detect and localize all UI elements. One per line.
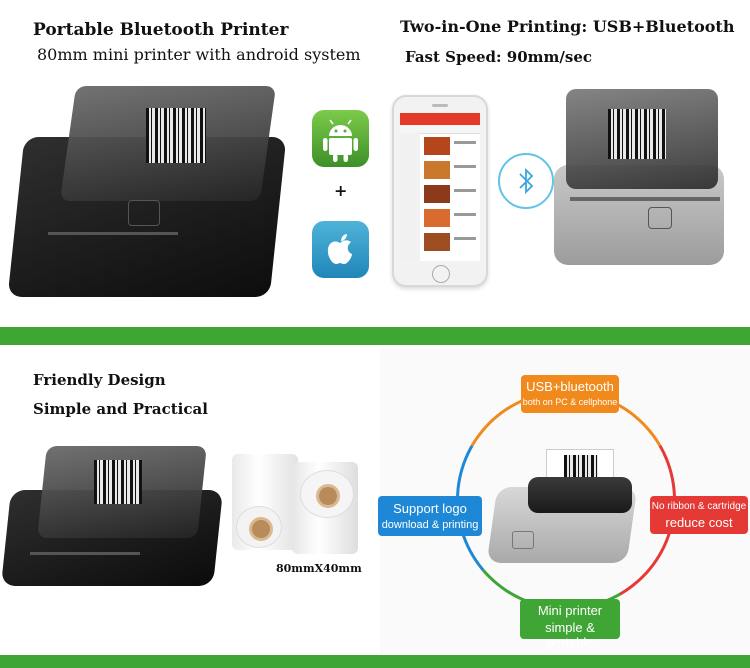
paper-size-label: 80mmX40mm [276,562,362,575]
simple-practical-label: Simple and Practical [33,400,208,418]
black-printer-image-small [0,440,228,590]
top-subtitle: 80mm mini printer with android system [37,45,361,64]
usb-bluetooth-feature: USB+bluetooth both on PC & cellphone [521,375,619,413]
top-title: Portable Bluetooth Printer [33,20,289,40]
plus-sign: + [334,181,348,200]
usb-bluetooth-subtitle: both on PC & cellphone [522,397,618,407]
mini-printer-subtitle: simple & portable [545,620,595,650]
black-printer-image [7,82,288,307]
mini-printer-title: Mini printer [537,603,603,618]
android-logo [312,110,369,167]
mini-printer-feature: Mini printer simple & portable [520,599,620,650]
support-logo-feature: Support logo download & printing [378,496,482,536]
friendly-design-label: Friendly Design [33,371,166,389]
speed-headline: Fast Speed: 90mm/sec [405,48,593,66]
support-logo-subtitle: download & printing [381,519,479,531]
support-logo-title: Support logo [393,501,467,516]
divider-band-bottom [0,655,750,668]
smartphone-image [392,95,488,287]
divider-band-top [0,327,750,345]
paper-rolls-image [228,450,368,560]
grey-printer-image [552,85,732,270]
grey-printer-image-small [486,447,640,565]
apple-logo [312,221,369,278]
no-ribbon-feature: No ribbon & cartridge reduce cost [650,496,748,534]
no-ribbon-subtitle: reduce cost [665,515,733,530]
no-ribbon-title: No ribbon & cartridge [651,501,747,512]
usb-bluetooth-headline: Two-in-One Printing: USB+Bluetooth [400,17,735,36]
usb-bluetooth-title: USB+bluetooth [526,379,614,394]
bluetooth-icon [498,153,554,209]
